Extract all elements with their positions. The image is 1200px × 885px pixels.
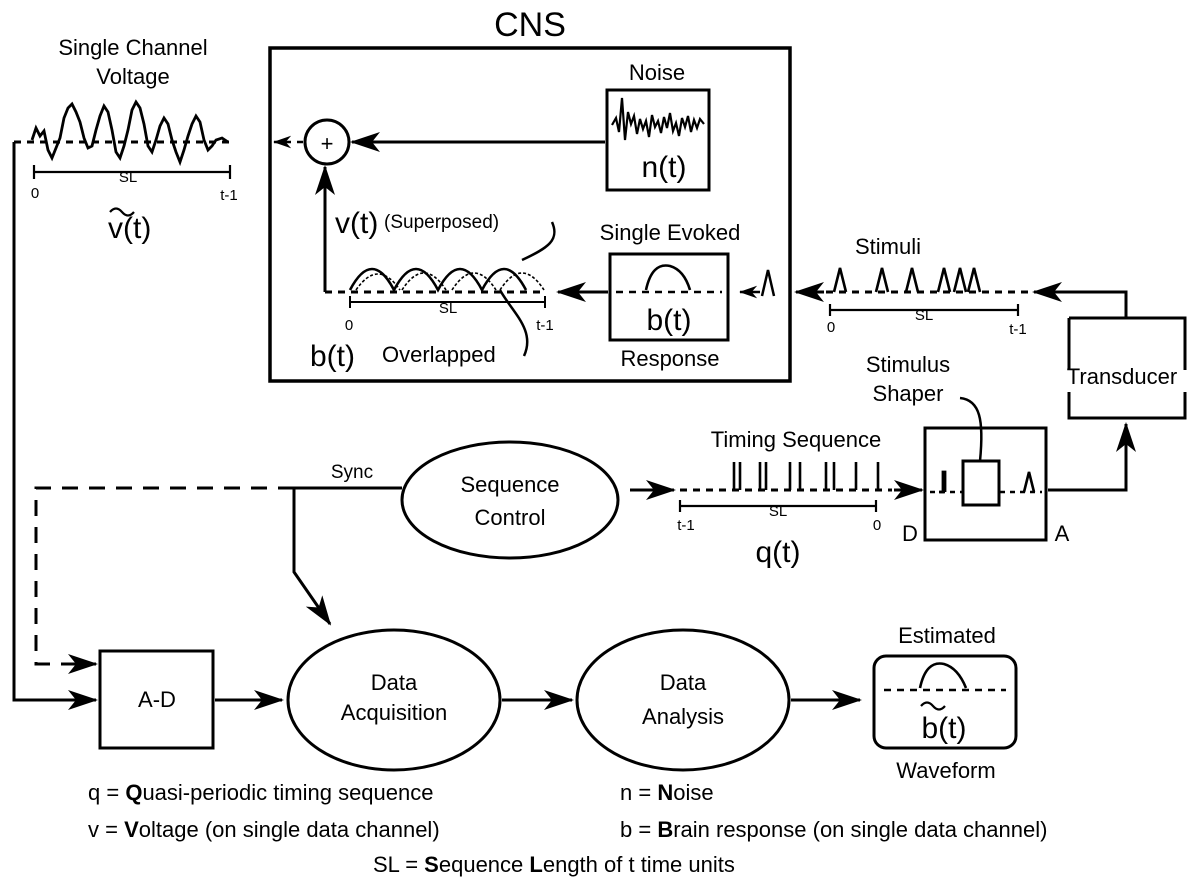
sequence-control-label-2: Control <box>475 505 546 530</box>
waveform-label: Waveform <box>896 758 995 783</box>
data-acquisition-ellipse <box>286 628 502 772</box>
sequence-control-label-1: Sequence <box>460 472 559 497</box>
legend-v: v = Voltage (on single data channel) <box>88 817 440 842</box>
cns-block: CNS <box>268 6 792 383</box>
sync-to-ad-dashed-line <box>34 486 294 674</box>
transducer-to-stimuli-line <box>1032 282 1128 318</box>
voltage-t-minus-1: t-1 <box>220 187 238 204</box>
superposed-label: (Superposed) <box>384 212 499 233</box>
voltage-to-ad-line <box>12 142 98 710</box>
estimated-curve <box>918 662 968 689</box>
estimated-label: Estimated <box>898 623 996 648</box>
superposed-zero: 0 <box>345 317 353 334</box>
b-signal-label: b(t) <box>310 340 355 373</box>
sequence-control-ellipse <box>400 440 620 560</box>
cns-title: CNS <box>494 6 566 44</box>
stimulus-shaper-label-2: Shaper <box>873 381 944 406</box>
timing-sl-label: SL <box>769 503 787 520</box>
single-evoked-block: Single Evoked b(t) Response <box>600 220 741 371</box>
voltage-waveform <box>30 99 229 167</box>
voltage-sl-label: SL <box>119 169 137 186</box>
a-label: A <box>1055 521 1070 546</box>
sequence-control-block: Sequence Control <box>400 440 620 560</box>
single-channel-voltage: Single Channel Voltage SL 0 t-1 v(t) <box>14 35 238 245</box>
superposed-responses: v(t) (Superposed) SL 0 t-1 b(t) Overlapp… <box>310 207 556 373</box>
data-analysis-ellipse <box>575 628 791 772</box>
stimuli-zero: 0 <box>827 319 835 336</box>
estimated-waveform-block: Estimated b(t) Waveform <box>872 623 1018 783</box>
transducer-label: Transducer <box>1067 364 1177 389</box>
noise-signal-label: n(t) <box>642 151 687 184</box>
timing-pulses <box>732 462 880 490</box>
estimated-box <box>872 654 1018 750</box>
timing-sequence-block: Timing Sequence SL t-1 0 q(t) <box>677 427 892 569</box>
legend-n: n = Noise <box>620 780 714 805</box>
b-tilde-mark <box>920 701 946 711</box>
transducer-box <box>1067 316 1187 420</box>
transducer-block: Transducer <box>1067 316 1187 420</box>
ad-label: A-D <box>138 687 176 712</box>
v-tilde-label: v(t) <box>108 212 151 245</box>
summation-circle <box>303 118 351 166</box>
timing-sequence-label: Timing Sequence <box>711 427 881 452</box>
cns-box <box>268 46 792 383</box>
stimulus-shaper-pointer <box>959 396 983 462</box>
sync-to-acquisition-line <box>292 488 332 626</box>
noise-block: Noise n(t) <box>605 60 711 192</box>
timing-zero: 0 <box>873 517 881 534</box>
stimuli-block: Stimuli SL 0 t-1 <box>826 234 1030 338</box>
evoked-signal-label: b(t) <box>647 304 692 337</box>
superposed-curve <box>348 267 528 293</box>
d-label: D <box>902 521 918 546</box>
data-analysis-block: Data Analysis <box>575 628 791 772</box>
single-channel-label: Single Channel <box>58 35 207 60</box>
stimuli-pulses <box>832 267 982 293</box>
noise-box <box>605 88 711 192</box>
legend-b: b = Brain response (on single data chann… <box>620 817 1048 842</box>
sync-label: Sync <box>331 462 373 483</box>
stimuli-t-minus-1: t-1 <box>1009 321 1027 338</box>
evoked-waveform <box>644 264 692 291</box>
voltage-zero: 0 <box>31 185 39 202</box>
b-tilde-label: b(t) <box>922 712 967 745</box>
shaper-in-pulse <box>939 470 947 494</box>
v-signal-label: v(t) <box>335 207 378 240</box>
shaper-out-pulse <box>1022 471 1036 493</box>
ad-box <box>98 649 215 750</box>
legend-q: q = Quasi-periodic timing sequence <box>88 780 434 805</box>
single-evoked-box <box>608 252 730 342</box>
stimuli-sl-label: SL <box>915 307 933 324</box>
overlapped-pointer <box>498 289 529 357</box>
data-analysis-label-2: Analysis <box>642 704 724 729</box>
v-tilde-mark <box>109 207 135 217</box>
summation-node: + <box>303 118 351 166</box>
stim-pulse-single <box>760 269 776 297</box>
q-signal-label: q(t) <box>756 536 801 569</box>
stimuli-label: Stimuli <box>855 234 921 259</box>
data-acquisition-label-2: Acquisition <box>341 700 447 725</box>
timing-t-minus-1: t-1 <box>677 517 695 534</box>
noise-waveform <box>611 97 705 141</box>
stimulus-shaper-box <box>923 426 1048 542</box>
data-analysis-label-1: Data <box>660 670 707 695</box>
shaper-to-transducer-line <box>1048 422 1136 492</box>
voltage-label: Voltage <box>96 64 169 89</box>
legend-sl: SL = Sequence Length of t time units <box>373 852 735 877</box>
superposed-t-minus-1: t-1 <box>536 317 554 334</box>
plus-sign: + <box>321 131 334 156</box>
overlapped-label: Overlapped <box>382 342 496 367</box>
superposed-pointer <box>521 221 556 262</box>
noise-label: Noise <box>629 60 685 85</box>
superposed-sl-label: SL <box>439 300 457 317</box>
stimulus-shaper-label-1: Stimulus <box>866 352 950 377</box>
data-acquisition-block: Data Acquisition <box>286 628 502 772</box>
ad-block: A-D <box>98 649 215 750</box>
data-acquisition-label-1: Data <box>371 670 418 695</box>
stimulus-shaper-block: Stimulus Shaper D A <box>866 352 1070 546</box>
single-evoked-label: Single Evoked <box>600 220 741 245</box>
stimulus-shaper-inner <box>961 459 1001 507</box>
response-label: Response <box>620 346 719 371</box>
